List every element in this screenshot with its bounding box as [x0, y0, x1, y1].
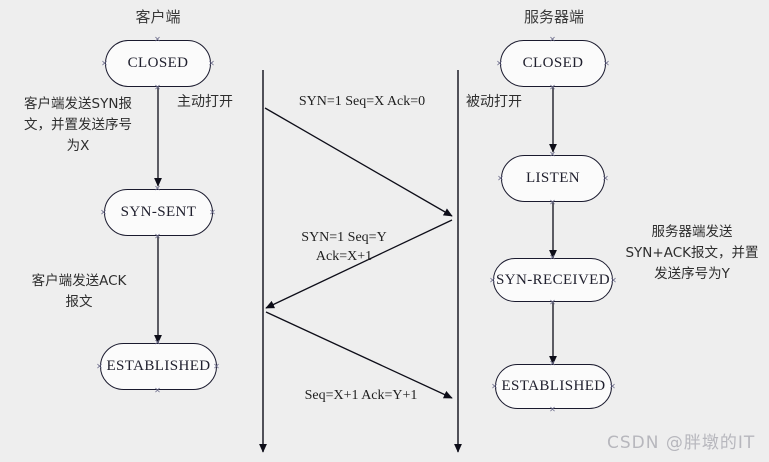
message-arrow-syn — [264, 107, 453, 217]
client-active-open-label: 主动打开 — [177, 94, 233, 110]
server-state-listen[interactable]: LISTEN — [501, 155, 605, 202]
server-state-syn-received[interactable]: SYN-RECEIVED — [493, 258, 613, 302]
server-state-established[interactable]: ESTABLISHED — [495, 364, 612, 409]
client-column-title: 客户端 — [135, 8, 181, 26]
message-arrow-syn-ack — [265, 219, 453, 309]
client-note-syn: 客户端发送SYN报 文，并置发送序号 为X — [24, 96, 132, 154]
message-label-ack: Seq=X+1 Ack=Y+1 — [304, 388, 418, 403]
client-note-ack: 客户端发送ACK 报文 — [31, 273, 127, 310]
message-label-syn-ack: SYN=1 Seq=Y Ack=X+1 — [301, 230, 387, 264]
client-state-syn-sent[interactable]: SYN-SENT — [104, 189, 213, 236]
client-state-established[interactable]: ESTABLISHED — [100, 343, 217, 390]
server-note-syn-ack: 服务器端发送 SYN+ACK报文，并置 发送序号为Y — [625, 224, 759, 282]
message-label-syn: SYN=1 Seq=X Ack=0 — [298, 94, 426, 109]
server-passive-open-label: 被动打开 — [466, 94, 522, 110]
server-state-closed[interactable]: CLOSED — [500, 40, 606, 87]
message-arrow-ack — [265, 311, 453, 399]
client-state-closed[interactable]: CLOSED — [105, 40, 211, 87]
csdn-watermark: CSDN @胖墩的IT — [607, 433, 756, 453]
server-column-title: 服务器端 — [523, 8, 584, 26]
